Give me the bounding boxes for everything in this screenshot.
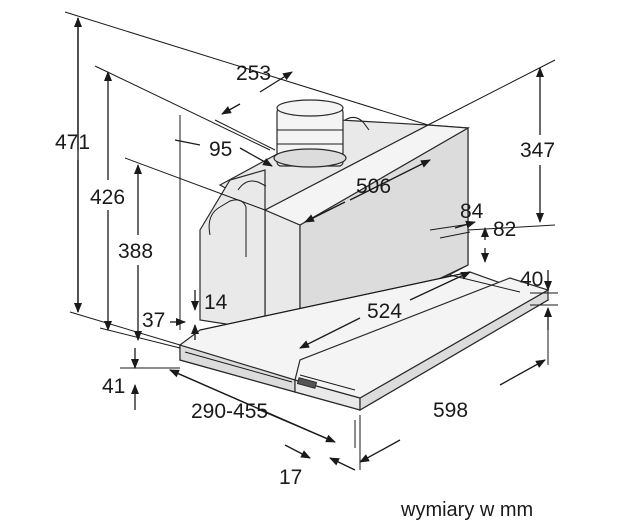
dim-506: 506	[356, 175, 391, 198]
dim-84: 84	[460, 200, 484, 223]
dim-347: 347	[520, 139, 555, 162]
dim-17: 17	[279, 466, 302, 489]
dim-40: 40	[520, 268, 543, 291]
dim-82: 82	[493, 218, 516, 241]
dim-41: 41	[102, 375, 125, 398]
dim-426: 426	[90, 186, 125, 209]
dim-253: 253	[236, 62, 271, 85]
dim-598: 598	[433, 399, 468, 422]
dim-471: 471	[55, 131, 90, 154]
dim-388: 388	[118, 240, 153, 263]
units-note: wymiary w mm	[400, 499, 533, 521]
dimension-labels: 471 426 388 253 95 506 347 84 82 40 524 …	[55, 62, 555, 489]
dimension-lines	[64, 11, 558, 471]
dim-95: 95	[209, 138, 232, 161]
dim-14: 14	[204, 291, 228, 314]
dim-37: 37	[142, 309, 165, 332]
dim-524: 524	[367, 300, 402, 323]
dim-290-455: 290-455	[191, 400, 268, 423]
hood-body	[179, 99, 550, 412]
